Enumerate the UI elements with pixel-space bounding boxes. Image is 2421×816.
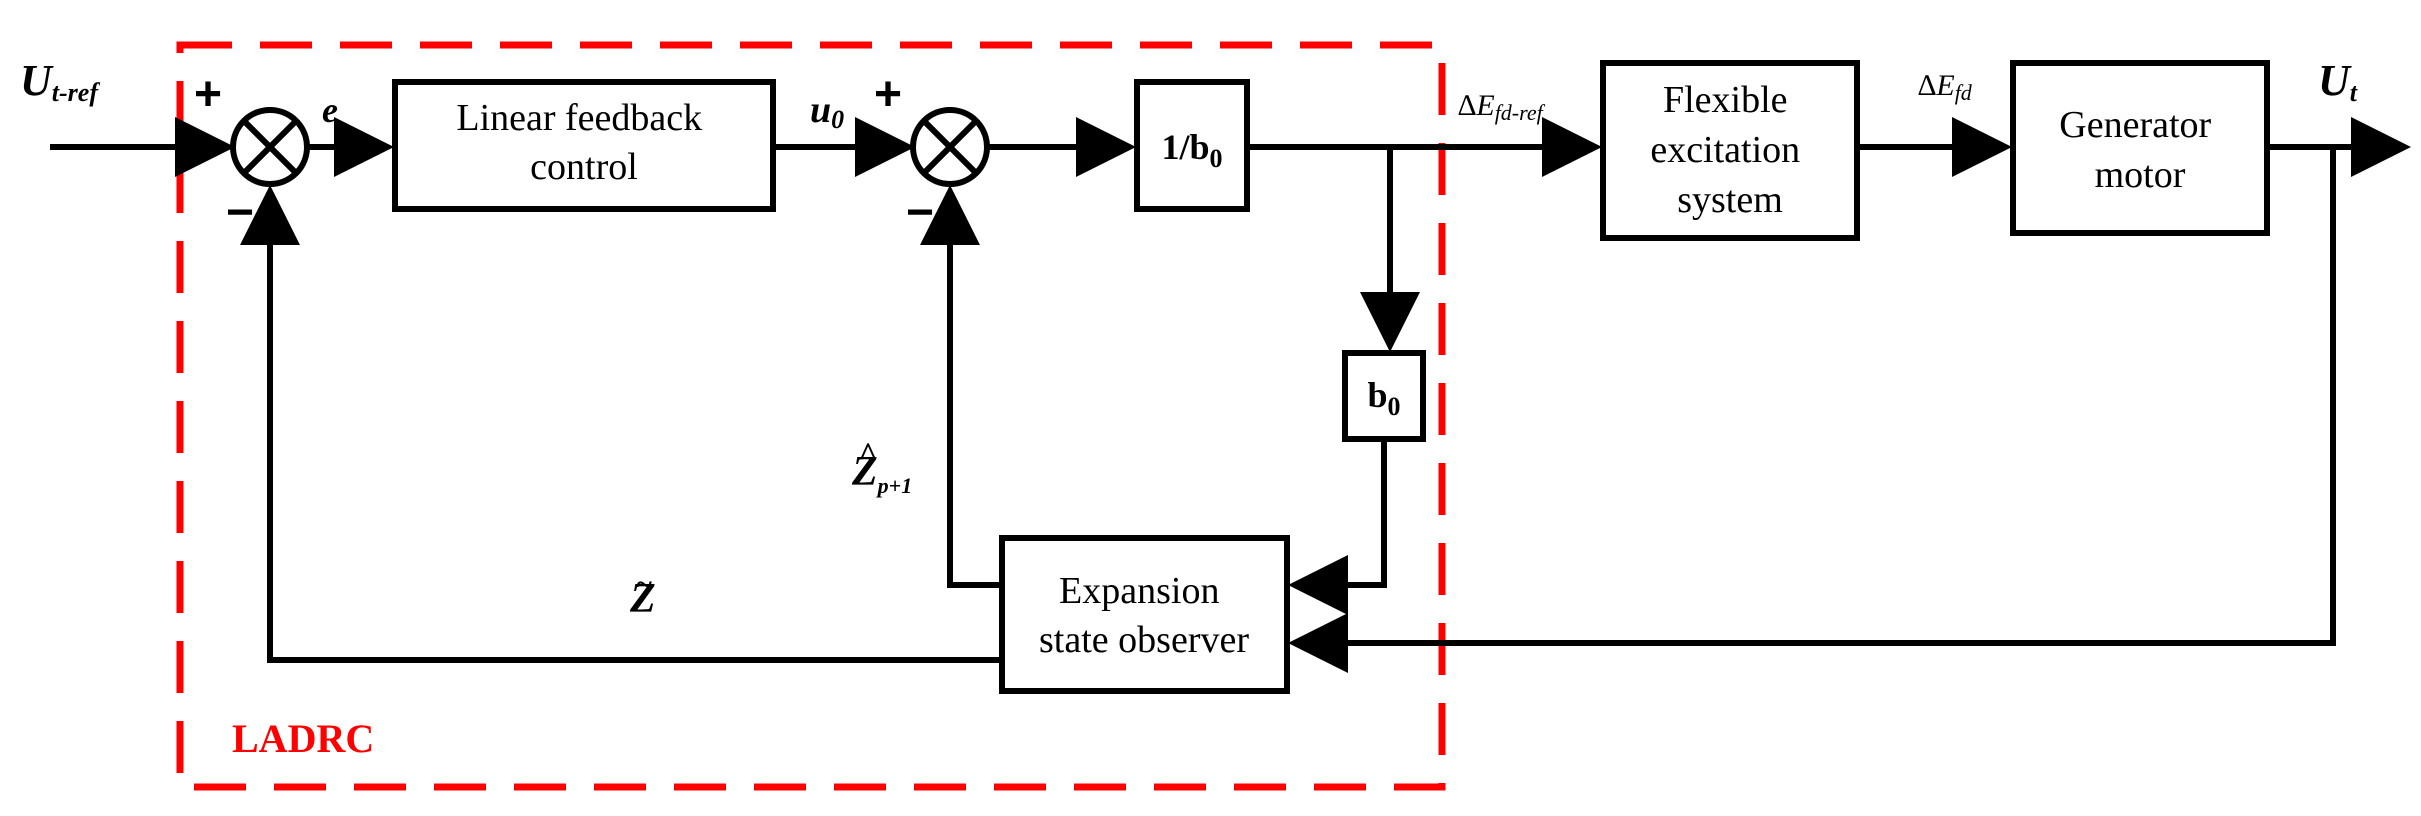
- flexible-excitation-system-block: [1600, 60, 1860, 241]
- inverse-gain-subscript: 0: [1210, 144, 1223, 173]
- svg-text:Flexible excitation sy: Flexible excitation system: [1650, 79, 1809, 221]
- sum2-plus-sign: +: [874, 68, 902, 121]
- generator-label-line2: motor: [2095, 154, 2186, 196]
- z-tilde-accent: ~: [636, 568, 652, 601]
- z-hat-accent: ^: [859, 435, 878, 471]
- signal-lines: [50, 117, 2411, 673]
- error-signal-label: e: [322, 90, 338, 130]
- inverse-gain-label: 1/b: [1161, 127, 1209, 167]
- b0-gain-block: [1342, 350, 1426, 442]
- svg-text:∆Efd-ref: ∆Efd-ref: [1458, 89, 1546, 125]
- z-hat-subscript: p+1: [876, 473, 913, 498]
- linear-feedback-label-line2: control: [530, 146, 638, 188]
- control-signal-subscript: 0: [831, 105, 844, 134]
- control-signal-label: u: [810, 89, 831, 131]
- b0-to-eso-line: [1288, 439, 1387, 615]
- svg-text:b0: b0: [1367, 375, 1400, 421]
- field-reference-subscript: fd-ref: [1495, 100, 1546, 125]
- z-tilde-label: Z: [629, 576, 656, 622]
- field-reference-label: ∆E: [1458, 89, 1495, 122]
- output-feedback-line: [1288, 147, 2336, 673]
- generator-motor-block: [2010, 60, 2270, 236]
- svg-text:Zp+1: Zp+1: [851, 449, 912, 498]
- svg-text:Ut-ref: Ut-ref: [20, 56, 100, 107]
- summing-junction-2: [910, 107, 990, 187]
- z-hat-feedback-line: [920, 185, 1002, 588]
- eso-label-line1: Expansion: [1059, 570, 1219, 612]
- svg-text:Expansion state observer: Expansion state observer: [1039, 570, 1249, 661]
- b0-gain-label: b: [1367, 375, 1387, 415]
- z-tilde-feedback-line: [240, 185, 1002, 663]
- svg-text:Linear feedback control: Linear feedback control: [456, 97, 711, 188]
- summing-junction-1: [230, 107, 310, 187]
- excitation-label-line3: system: [1677, 179, 1783, 221]
- linear-feedback-label-line1: Linear feedback: [456, 97, 702, 139]
- excitation-label-line2: excitation: [1650, 129, 1800, 171]
- sum1-minus-sign: −: [226, 186, 254, 239]
- output-signal-subscript: t: [2350, 78, 2358, 107]
- sum1-plus-sign: +: [194, 68, 222, 121]
- eso-label-line2: state observer: [1039, 619, 1249, 661]
- z-hat-label: Z: [851, 449, 878, 495]
- reference-signal-subscript: t-ref: [52, 78, 101, 107]
- svg-text:u0: u0: [810, 89, 844, 134]
- linear-feedback-control-block: [392, 79, 776, 212]
- svg-text:∆Efd: ∆Efd: [1918, 69, 1973, 105]
- generator-label-line1: Generator: [2059, 104, 2211, 146]
- svg-text:Ut: Ut: [2318, 56, 2358, 107]
- expansion-state-observer-block: [999, 535, 1290, 694]
- field-voltage-subscript: fd: [1955, 80, 1973, 105]
- b0-gain-subscript: 0: [1388, 392, 1401, 421]
- ladrc-boundary: [176, 41, 1446, 791]
- field-voltage-label: ∆E: [1918, 69, 1955, 102]
- svg-text:Generator motor: Generator motor: [2059, 104, 2220, 196]
- sum2-minus-sign: −: [906, 186, 934, 239]
- svg-text:1/b0: 1/b0: [1161, 127, 1222, 173]
- ladrc-label: LADRC: [232, 716, 374, 761]
- output-signal-label: U: [2318, 56, 2352, 105]
- reference-signal-label: U: [20, 56, 54, 105]
- excitation-label-line1: Flexible: [1663, 79, 1788, 121]
